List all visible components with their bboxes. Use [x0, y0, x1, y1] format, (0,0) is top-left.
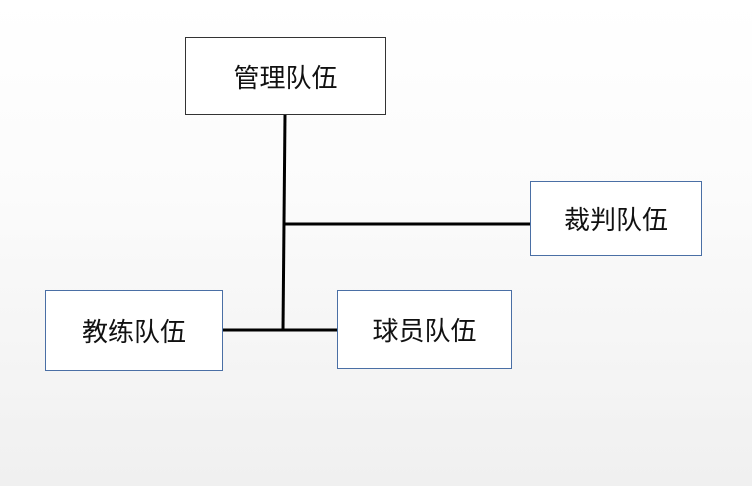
node-coach: 教练队伍 — [45, 290, 223, 371]
node-management: 管理队伍 — [185, 37, 386, 115]
node-player: 球员队伍 — [337, 290, 512, 369]
node-coach-label: 教练队伍 — [81, 318, 186, 348]
node-player-label: 球员队伍 — [372, 317, 477, 347]
node-management-label: 管理队伍 — [233, 63, 338, 94]
node-referee: 裁判队伍 — [530, 181, 702, 256]
node-referee-label: 裁判队伍 — [563, 206, 668, 236]
